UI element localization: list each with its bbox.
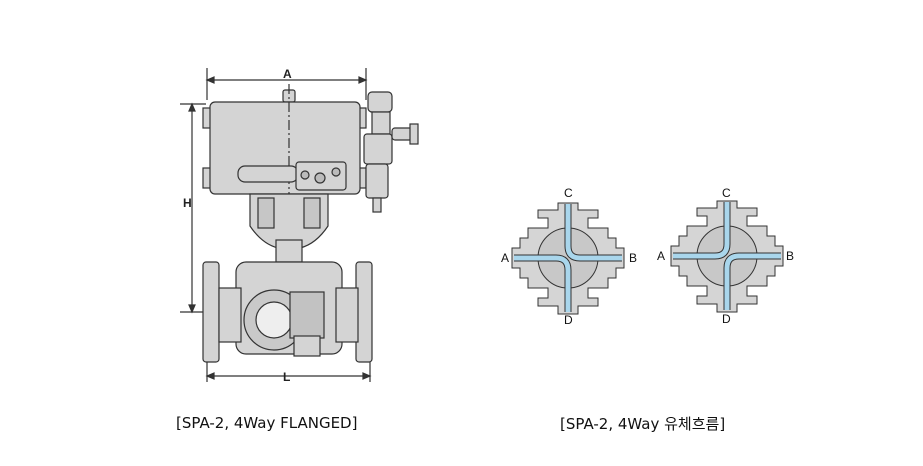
port-a-label: A xyxy=(657,249,665,263)
port-d-label: D xyxy=(564,313,573,327)
flow-line-a-d xyxy=(514,255,571,312)
flow-diagram-1 xyxy=(511,202,625,315)
port-b-label: B xyxy=(629,251,637,265)
flow-diagram-2 xyxy=(670,200,784,313)
flow-line-b-d xyxy=(724,253,781,310)
flow-line-c-a xyxy=(673,202,730,259)
filter-regulator xyxy=(363,91,419,213)
valve-body xyxy=(202,261,373,363)
caption-flanged: [SPA-2, 4Way FLANGED] xyxy=(176,414,358,432)
dimension-a xyxy=(205,68,368,100)
dimension-l-label: L xyxy=(283,370,290,384)
dimension-l xyxy=(205,360,372,382)
port-d-label: D xyxy=(722,312,731,326)
port-c-label: C xyxy=(722,186,731,200)
dimension-h-label: H xyxy=(183,196,192,210)
dimension-a-label: A xyxy=(283,67,292,81)
pneumatic-actuator xyxy=(202,84,367,250)
port-b-label: B xyxy=(786,249,794,263)
port-c-label: C xyxy=(564,186,573,200)
port-a-label: A xyxy=(501,251,509,265)
actuated-ball-valve-drawing: A H L xyxy=(180,67,419,384)
dimension-h xyxy=(180,102,206,314)
mounting-bracket xyxy=(249,193,329,263)
flow-line-c-b xyxy=(565,204,622,261)
caption-flow: [SPA-2, 4Way 유체흐름] xyxy=(560,415,726,433)
